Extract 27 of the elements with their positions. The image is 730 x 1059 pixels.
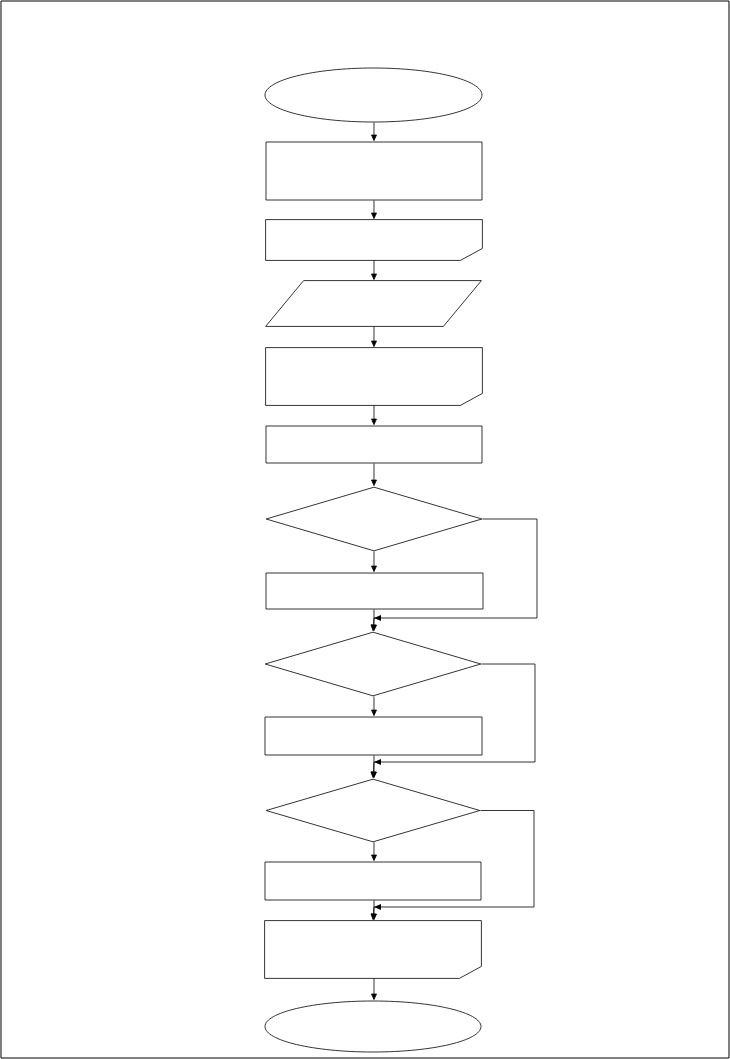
process-box — [265, 572, 484, 610]
arrow — [371, 978, 377, 1000]
process-box — [264, 716, 483, 756]
arrow — [371, 463, 377, 486]
arrow — [370, 663, 536, 778]
arrow — [371, 260, 377, 280]
card-shape — [265, 347, 483, 406]
arrow — [371, 696, 377, 716]
arrow — [371, 326, 377, 347]
arrow — [371, 842, 377, 861]
process-box — [264, 861, 482, 901]
decision-diamond — [265, 778, 481, 843]
arrow — [371, 405, 377, 425]
process-box — [265, 425, 483, 464]
input-parallelogram — [265, 280, 482, 327]
decision-diamond — [264, 631, 482, 697]
terminal-ellipse — [264, 67, 483, 123]
terminal-ellipse — [264, 1000, 482, 1053]
arrow — [370, 518, 538, 631]
arrow — [370, 810, 535, 920]
card-shape — [264, 920, 482, 979]
arrow — [371, 200, 377, 219]
arrow — [371, 551, 377, 572]
decision-diamond — [265, 486, 483, 552]
arrow — [371, 122, 377, 141]
card-shape — [265, 219, 483, 261]
process-box — [265, 141, 483, 201]
